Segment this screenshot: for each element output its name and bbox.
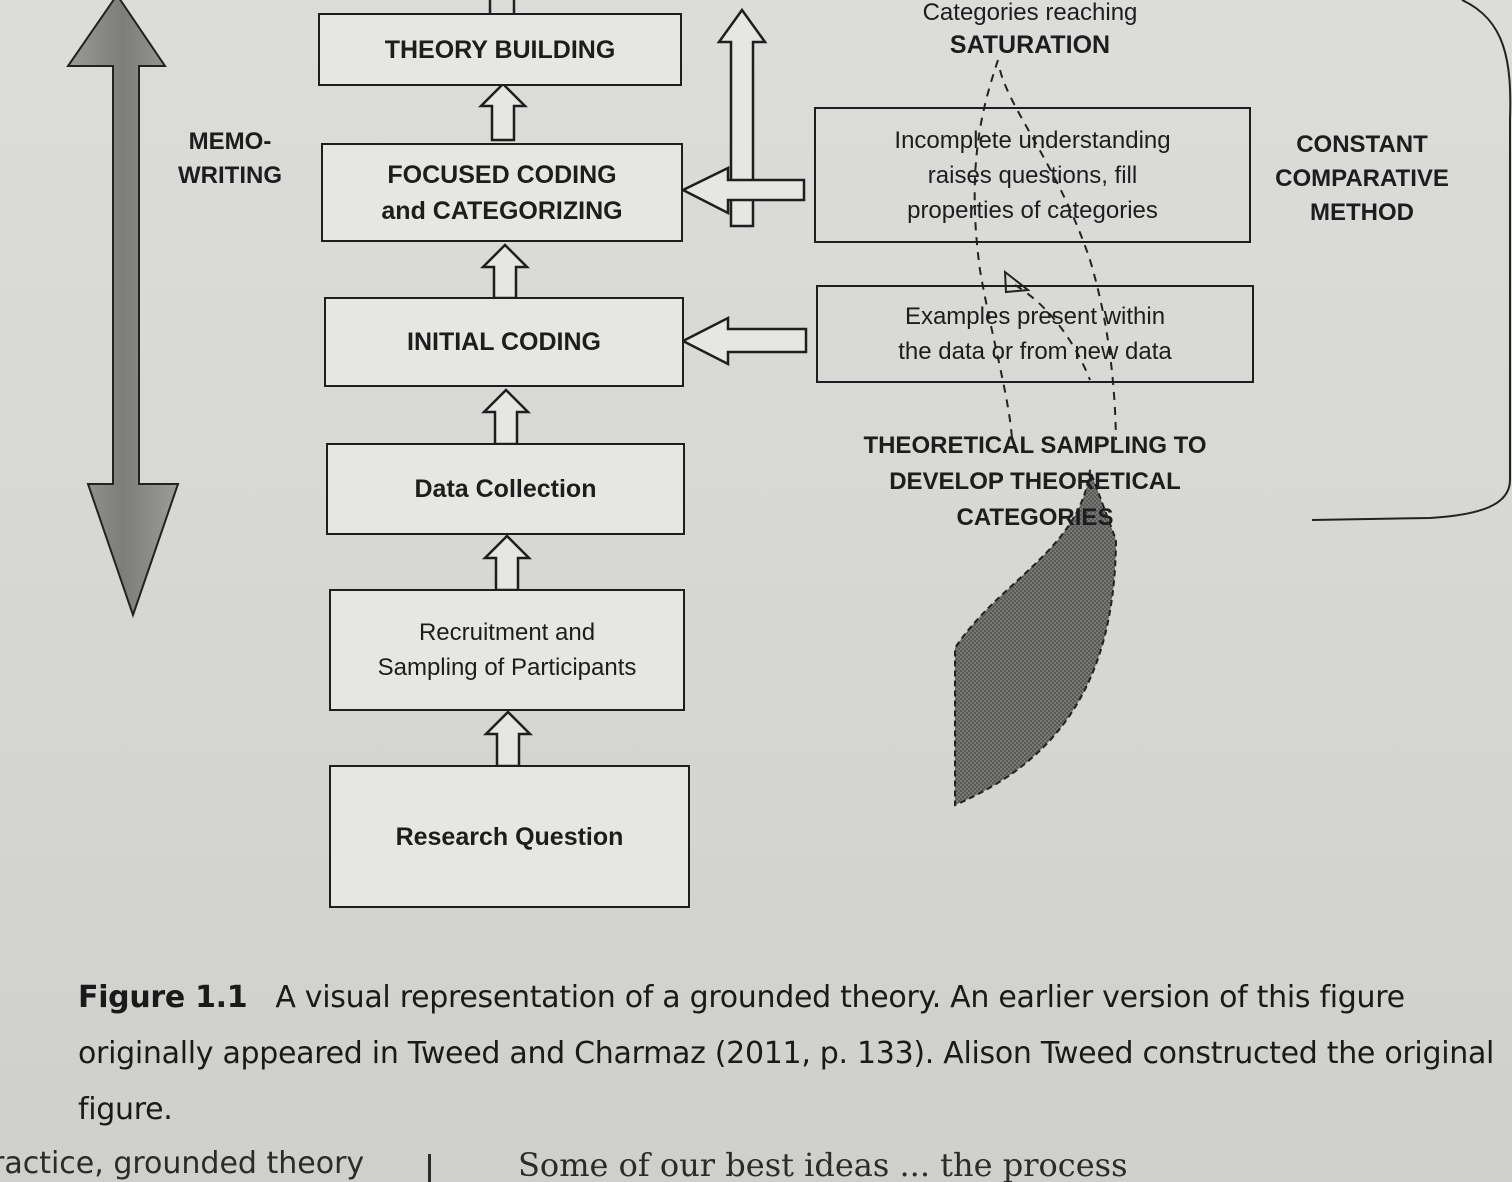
focused-coding-line1: FOCUSED CODING <box>387 160 617 189</box>
constant-comparative-label: CONSTANT COMPARATIVE METHOD <box>1262 128 1462 230</box>
up-arrow-data-to-initial <box>480 388 532 446</box>
theory-building-box: THEORY BUILDING <box>318 13 682 86</box>
recruitment-line1: Recruitment and <box>418 619 596 646</box>
caption-text: A visual representation of a grounded th… <box>78 980 1495 1127</box>
recruitment-line2: Sampling of Participants <box>377 654 637 681</box>
constant-comparative-bracket <box>1311 0 1512 521</box>
bottom-text-left: ractice, grounded theory <box>0 1146 365 1181</box>
examples-line1: Examples present within <box>904 303 1166 330</box>
up-arrow-question-to-recruit <box>482 710 534 768</box>
constant-comparative-line1: CONSTANT <box>1296 131 1428 158</box>
data-collection-box: Data Collection <box>326 443 685 535</box>
initial-coding-box: INITIAL CODING <box>324 297 684 387</box>
theoretical-sampling-label: THEORETICAL SAMPLING TO DEVELOP THEORETI… <box>830 428 1240 536</box>
memo-writing-arrow <box>66 0 180 619</box>
focused-coding-line2: and CATEGORIZING <box>381 196 623 225</box>
bottom-divider <box>428 1154 431 1182</box>
left-arrow-incomplete <box>680 165 806 216</box>
saturation-line2: SATURATION <box>949 31 1111 59</box>
theory-building-label: THEORY BUILDING <box>384 35 616 64</box>
incomplete-line3: properties of categories <box>907 196 1158 224</box>
incomplete-line1: Incomplete understanding <box>894 126 1171 154</box>
research-question-label: Research Question <box>395 822 624 851</box>
constant-comparative-line3: METHOD <box>1310 199 1414 226</box>
sampling-arrowhead <box>1003 269 1031 294</box>
theoretical-sampling-line3: CATEGORIES <box>956 504 1114 531</box>
left-arrow-examples <box>680 315 808 367</box>
memo-writing-line2: WRITING <box>178 162 282 189</box>
data-collection-label: Data Collection <box>414 475 597 503</box>
examples-present-box: Examples present within the data or from… <box>816 285 1254 383</box>
up-arrow-focused-to-theory <box>477 82 529 142</box>
recruitment-box: Recruitment and Sampling of Participants <box>329 589 685 711</box>
incomplete-line2: raises questions, fill <box>927 161 1138 189</box>
incomplete-understanding-box: Incomplete understanding raises question… <box>814 107 1251 243</box>
constant-comparative-line2: COMPARATIVE <box>1275 165 1449 192</box>
tall-up-arrow <box>716 7 768 228</box>
up-arrow-recruit-to-data <box>481 534 533 592</box>
figure-label: Figure 1.1 <box>78 980 248 1015</box>
examples-line2: the data or from new data <box>898 338 1172 365</box>
shaded-sampling-wedge <box>954 469 1118 807</box>
memo-writing-line1: MEMO- <box>188 128 272 155</box>
focused-coding-box: FOCUSED CODING and CATEGORIZING <box>321 143 683 242</box>
memo-writing-label: MEMO- WRITING <box>160 125 300 193</box>
bottom-text-right: Some of our best ideas ... the process <box>518 1146 1128 1182</box>
theoretical-sampling-line2: DEVELOP THEORETICAL <box>889 468 1181 495</box>
saturation-label: Categories reaching SATURATION <box>880 0 1180 60</box>
research-question-box: Research Question <box>329 765 690 908</box>
theoretical-sampling-line1: THEORETICAL SAMPLING TO <box>863 432 1207 459</box>
saturation-line1: Categories reaching <box>922 0 1138 26</box>
bottom-page-text: ractice, grounded theory Some of our bes… <box>0 1146 1512 1182</box>
up-arrow-initial-to-focused <box>479 243 531 300</box>
initial-coding-label: INITIAL CODING <box>407 328 601 356</box>
